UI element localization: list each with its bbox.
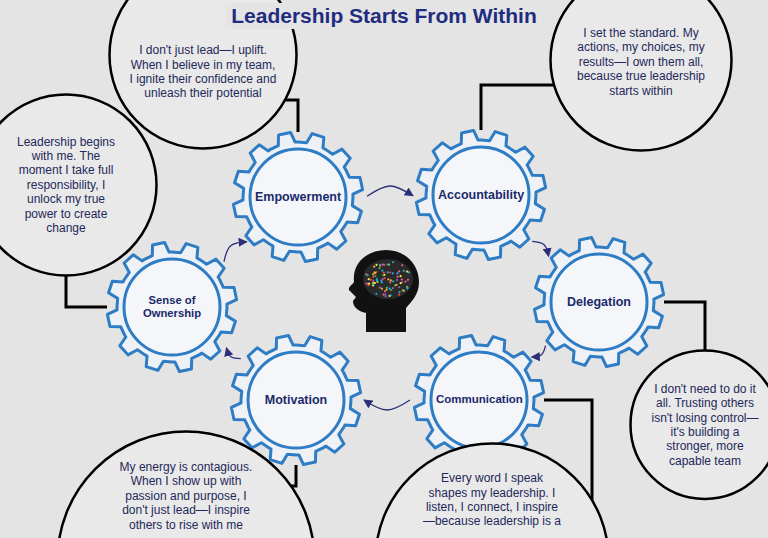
- gear-node: Empowerment: [230, 129, 366, 265]
- brain-dots: [365, 261, 410, 297]
- gear-teeth: [416, 130, 545, 259]
- gear-hub: [250, 149, 346, 245]
- cycle-arrow: [367, 186, 413, 196]
- callout-connector: [285, 100, 298, 132]
- callout-connector: [66, 276, 107, 308]
- callout-circle: Every word I speak shapes my leadership.…: [374, 442, 610, 538]
- callout-ring: [58, 432, 315, 538]
- diagram-title: Leadership Starts From Within: [225, 3, 543, 29]
- callout-circle: I set the standard. My actions, my choic…: [549, 0, 733, 152]
- cycle-arrow: [364, 400, 410, 410]
- callout-ring: [631, 351, 768, 499]
- gear-label: Motivation: [265, 393, 328, 408]
- callout-ring: [110, 0, 297, 149]
- callout-text: I don't just lead—I uplift. When I belie…: [128, 43, 278, 101]
- gear-label: Delegation: [567, 295, 631, 310]
- gear-hub: [124, 259, 220, 355]
- gear-teeth: [233, 132, 362, 261]
- cycle-arrow: [532, 346, 546, 357]
- callout-text: My energy is contagious. When I show up …: [111, 460, 261, 532]
- gear-node: Accountability: [413, 127, 549, 263]
- gear-node: Sense of Ownership: [104, 239, 240, 375]
- callout-ring: [551, 0, 732, 151]
- callout-connector: [291, 465, 296, 486]
- gear-hub: [551, 254, 647, 350]
- callout-text: I set the standard. My actions, my choic…: [566, 26, 716, 98]
- gear-hub: [431, 352, 527, 448]
- gear-label: Accountability: [438, 188, 524, 203]
- head-silhouette: [349, 250, 419, 332]
- callout-circle: I don't need to do it all. Trusting othe…: [629, 349, 768, 500]
- cycle-arrow: [226, 348, 240, 359]
- gear-label: Sense of Ownership: [129, 294, 215, 321]
- gear-label: Empowerment: [255, 190, 341, 205]
- brain-shape: [363, 259, 413, 299]
- callout-text: Leadership begins with me. The moment I …: [9, 135, 123, 236]
- gear-teeth: [534, 237, 663, 366]
- gear-teeth: [231, 335, 360, 464]
- gear-hub: [248, 352, 344, 448]
- callout-ring: [0, 95, 157, 276]
- cycle-arrow: [224, 242, 247, 262]
- callout-text: Every word I speak shapes my leadership.…: [422, 471, 562, 529]
- gear-label: Communication: [436, 393, 522, 407]
- gear-teeth: [107, 242, 236, 371]
- callout-circle: My energy is contagious. When I show up …: [56, 430, 316, 538]
- gear-node: Delegation: [531, 234, 667, 370]
- callout-text: I don't need to do it all. Trusting othe…: [649, 382, 761, 468]
- gear-hub: [433, 147, 529, 243]
- cycle-arrow: [532, 241, 549, 256]
- callout-connector: [481, 85, 554, 130]
- callout-circle: Leadership begins with me. The moment I …: [0, 93, 158, 277]
- callout-connector: [664, 302, 705, 351]
- callout-ring: [375, 443, 608, 538]
